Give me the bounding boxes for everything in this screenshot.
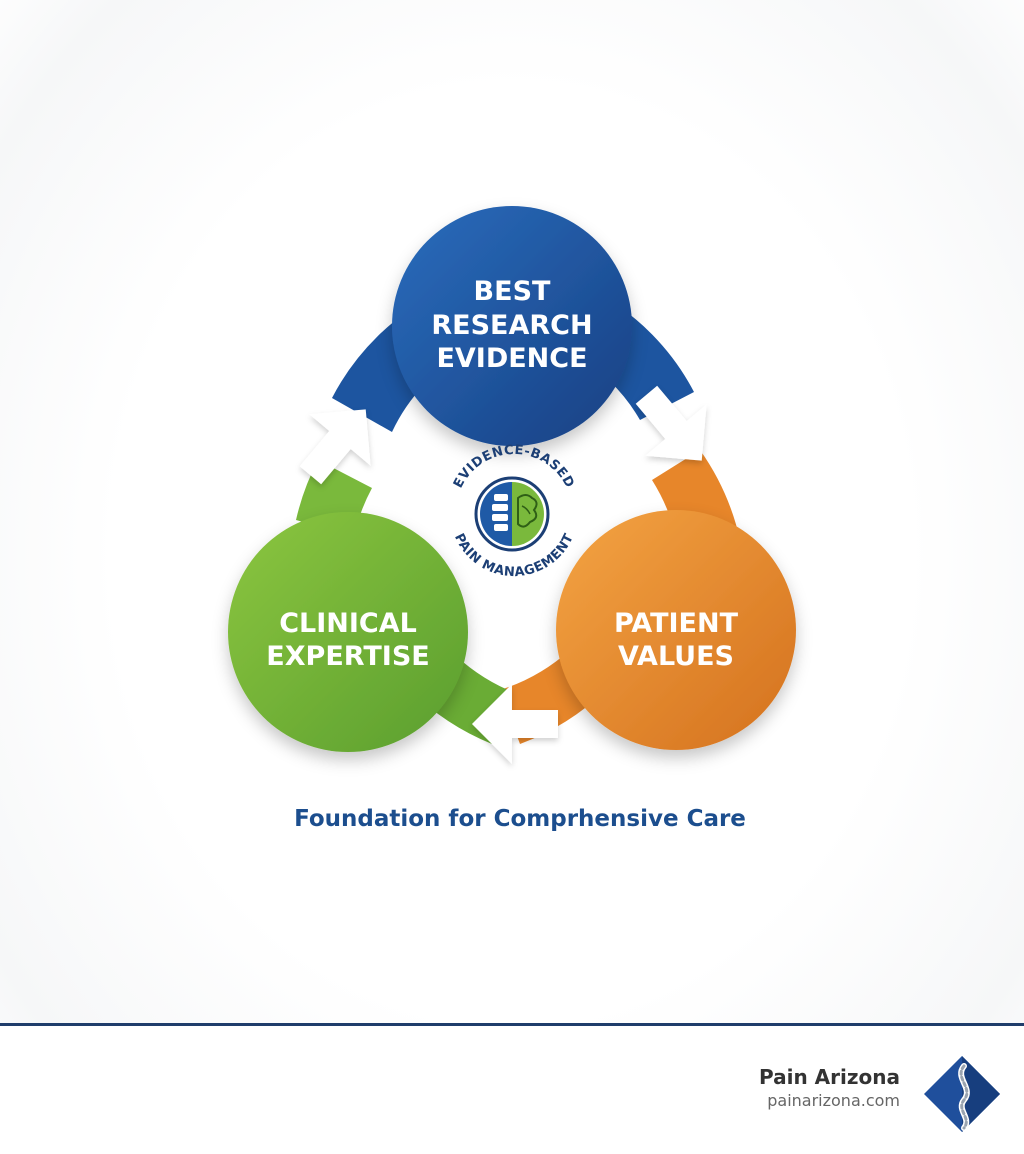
node-research-line-1: BEST [474, 276, 551, 307]
arrowhead-left-icon [299, 409, 371, 485]
footer: Pain Arizona painarizona.com [0, 1026, 1024, 1154]
cycle-arrowheads [299, 385, 707, 764]
node-research: BEST RESEARCH EVIDENCE [392, 206, 632, 446]
node-clinical-line-1: CLINICAL [279, 608, 417, 639]
brain-icon [512, 482, 544, 546]
node-clinical: CLINICAL EXPERTISE [228, 512, 468, 752]
node-patient: PATIENT VALUES [556, 510, 796, 750]
spine-icon [480, 482, 512, 546]
brand-name[interactable]: Pain Arizona [759, 1065, 900, 1089]
arrowhead-bottom-icon [472, 684, 558, 764]
brand-block[interactable]: Pain Arizona painarizona.com [759, 1064, 900, 1112]
node-research-line-3: EVIDENCE [436, 343, 587, 374]
diagram-caption: Foundation for Comprhensive Care [294, 806, 746, 832]
node-patient-line-2: VALUES [618, 641, 734, 672]
spine-diamond-logo-icon[interactable] [920, 1052, 1004, 1136]
node-clinical-line-2: EXPERTISE [266, 641, 429, 672]
footer-divider [0, 1023, 1024, 1026]
center-badge: EVIDENCE-BASED PAIN MANAGEMENT [451, 443, 577, 580]
arrowhead-right-icon [635, 385, 707, 461]
evidence-cycle-diagram: BEST RESEARCH EVIDENCE PATIENT VALUES CL… [228, 206, 796, 764]
node-patient-line-1: PATIENT [614, 608, 739, 639]
node-research-line-2: RESEARCH [431, 310, 592, 341]
brand-url[interactable]: painarizona.com [767, 1091, 900, 1110]
